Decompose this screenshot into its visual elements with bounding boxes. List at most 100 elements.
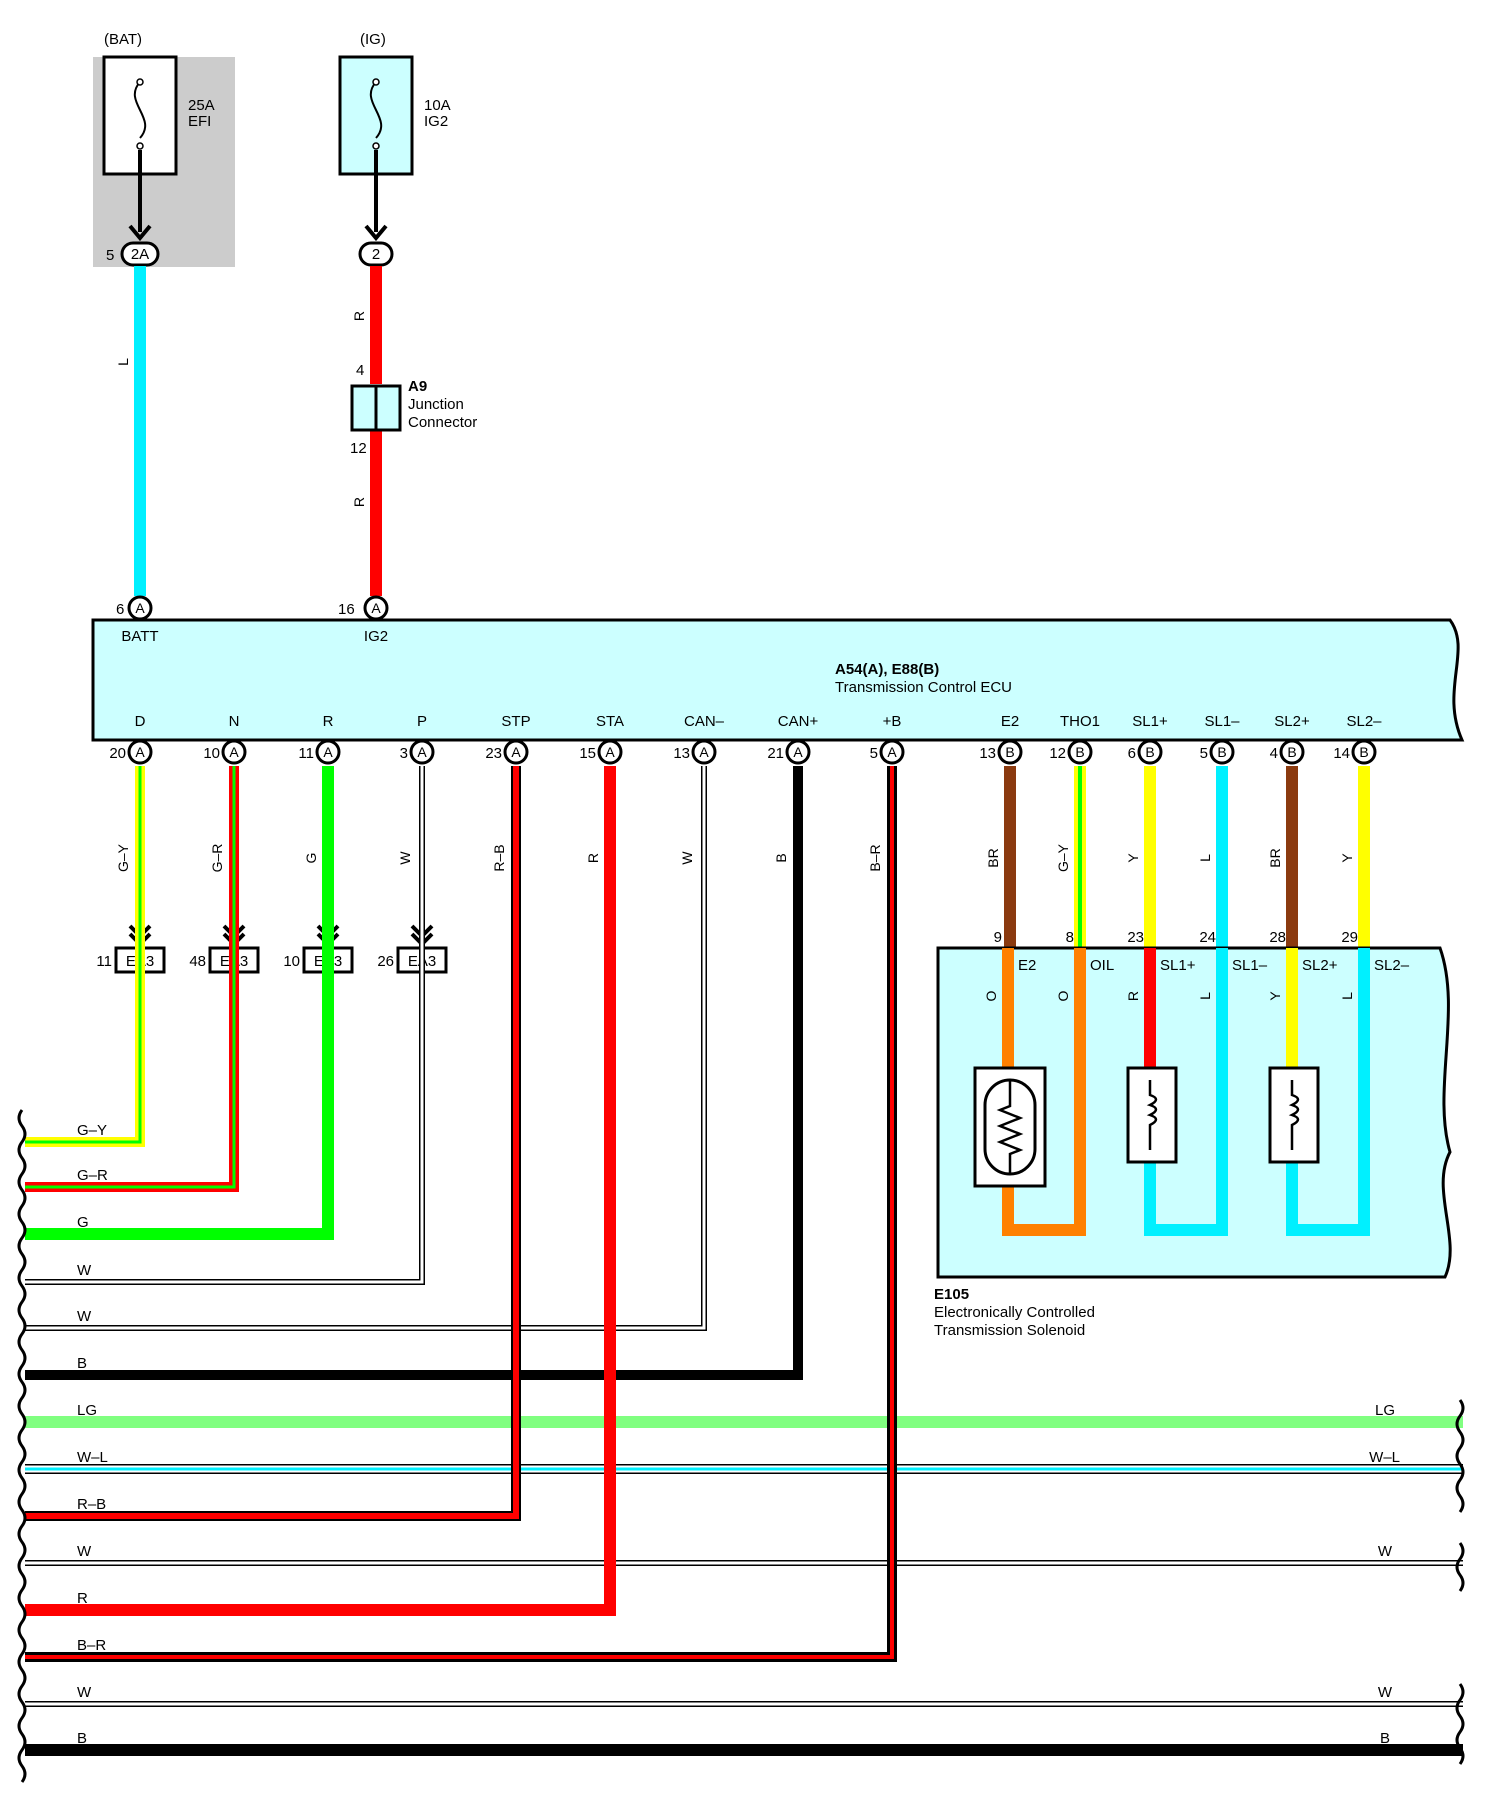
solenoid-box xyxy=(936,946,1452,1279)
ecu-wire-code: R xyxy=(585,853,601,863)
right-break-2 xyxy=(1455,1542,1465,1592)
junction-id: A9 xyxy=(408,378,427,395)
ecu-pin-circle xyxy=(409,739,435,765)
efi-fuse-name: EFI xyxy=(188,113,211,130)
ecu-pin-label: SL1+ xyxy=(1132,713,1168,730)
left-wire-label: G–Y xyxy=(77,1122,107,1139)
ea3-connector-pin: 48 xyxy=(189,953,206,970)
ecu-wire-code: Y xyxy=(1339,853,1355,863)
ig2-wire-code-lower: R xyxy=(351,497,367,507)
solenoid-pin-num: 8 xyxy=(1066,929,1074,946)
right-wire-label: W xyxy=(1378,1684,1393,1701)
ecu-pin-num: 20 xyxy=(109,745,126,762)
ecu-pin-conn: B xyxy=(1075,744,1084,760)
ecu-pin-label: CAN– xyxy=(684,713,725,730)
ecu-wire-code: G xyxy=(303,853,319,864)
solenoid-pin-label: SL1– xyxy=(1232,957,1268,974)
ecu-top-pin-conn: A xyxy=(371,600,381,616)
ecu-top-pin-label: BATT xyxy=(121,628,158,645)
ecu-pin-circle xyxy=(597,739,623,765)
ecu-pin-conn: A xyxy=(887,744,897,760)
ecu-pin-conn: A xyxy=(793,744,803,760)
ig-source-label: (IG) xyxy=(360,31,386,48)
right-break-1 xyxy=(1455,1399,1465,1513)
ecu-pin-circle xyxy=(1279,739,1305,765)
solenoid-id: E105 xyxy=(934,1286,969,1303)
ecu-pin-num: 11 xyxy=(298,745,314,762)
ecu-wire-code: B–R xyxy=(867,844,883,871)
ecu-pin-circle xyxy=(997,739,1023,765)
sl1-coil-icon xyxy=(1126,1066,1178,1164)
ecu-wire-code: BR xyxy=(1267,848,1283,867)
solenoid-pin-label: E2 xyxy=(1018,957,1036,974)
ecu-pin-label: D xyxy=(135,713,146,730)
ecu-top-pin-num: 6 xyxy=(116,601,124,618)
left-wire-label: G–R xyxy=(77,1167,108,1184)
ecu-top-pin-conn: A xyxy=(135,600,145,616)
bat-source-label: (BAT) xyxy=(104,31,142,48)
ecu-wire-code: BR xyxy=(985,848,1001,867)
ecu-pin-label: CAN+ xyxy=(778,713,819,730)
batt-wire-code: L xyxy=(115,358,131,366)
right-wire-label: W xyxy=(1378,1543,1393,1560)
ecu-pin-circle xyxy=(691,739,717,765)
ecu-pin-circle xyxy=(1137,739,1163,765)
ecu-top-pin-num: 16 xyxy=(338,601,355,618)
efi-fuse-rating: 25A xyxy=(188,97,215,114)
ecu-pin-num: 5 xyxy=(870,745,878,762)
ecu-id: A54(A), E88(B) xyxy=(835,661,939,678)
solenoid-inner-wire-code: L xyxy=(1339,992,1355,1000)
right-wire-label: W–L xyxy=(1369,1449,1400,1466)
ecu-pin-circle xyxy=(503,739,529,765)
left-wire-label: B–R xyxy=(77,1637,106,1654)
ecu-pin-num: 10 xyxy=(203,745,220,762)
ecu-wire-code: W xyxy=(679,851,695,865)
solenoid-pin-label: SL1+ xyxy=(1160,957,1196,974)
solenoid-pin-num: 24 xyxy=(1199,929,1216,946)
ecu-wire-code: B xyxy=(773,853,789,862)
ecu-wire-code: G–R xyxy=(209,844,225,873)
ig2-fuse-rating: 10A xyxy=(424,97,451,114)
ecu-pin-conn: A xyxy=(135,744,145,760)
ecu-pin-label: P xyxy=(417,713,427,730)
ecu-pin-label: STP xyxy=(501,713,530,730)
solenoid-pin-num: 28 xyxy=(1269,929,1286,946)
ecu-pin-conn: A xyxy=(417,744,427,760)
ecu-pin-num: 4 xyxy=(1270,745,1278,762)
solenoid-line2: Transmission Solenoid xyxy=(934,1322,1085,1339)
ecu-pin-conn: A xyxy=(323,744,333,760)
wire-r xyxy=(25,766,616,1616)
ecu-pin-label: +B xyxy=(883,713,902,730)
ecu-pin-circle xyxy=(221,739,247,765)
right-wire-label: LG xyxy=(1375,1402,1395,1419)
ecu-pin-circle xyxy=(879,739,905,765)
ecu-pin-num: 14 xyxy=(1333,745,1350,762)
ecu-pin-num: 6 xyxy=(1128,745,1136,762)
ecu-pin-conn: A xyxy=(229,744,239,760)
ecu-pin-circle xyxy=(1067,739,1093,765)
solenoid-pin-num: 9 xyxy=(994,929,1002,946)
ecu-pin-label: N xyxy=(229,713,240,730)
ecu-pin-num: 21 xyxy=(767,745,784,762)
ecu-pin-conn: B xyxy=(1287,744,1296,760)
solenoid-pin-num: 29 xyxy=(1341,929,1358,946)
ecu-wire-code: W xyxy=(397,851,413,865)
ecu-wire-code: G–Y xyxy=(115,843,131,872)
junction-pin-top: 4 xyxy=(356,362,364,379)
right-break-3 xyxy=(1455,1683,1465,1765)
solenoid-line1: Electronically Controlled xyxy=(934,1304,1095,1321)
ecu-pin-conn: A xyxy=(605,744,615,760)
ecu-pin-num: 13 xyxy=(673,745,690,762)
ecu-pin-label: SL2+ xyxy=(1274,713,1310,730)
ecu-pin-conn: A xyxy=(699,744,709,760)
ecu-pin-label: E2 xyxy=(1001,713,1019,730)
junction-line2: Connector xyxy=(408,414,477,431)
wire-w-p xyxy=(25,766,425,1285)
ecu-pin-conn: B xyxy=(1005,744,1014,760)
left-wire-label: B xyxy=(77,1730,87,1747)
solenoid-pin-num: 23 xyxy=(1127,929,1144,946)
solenoid-inner-wire-code: Y xyxy=(1267,991,1283,1001)
ea3-connector-pin: 11 xyxy=(96,953,112,970)
ecu-pin-num: 12 xyxy=(1049,745,1066,762)
ecu-pin-num: 5 xyxy=(1200,745,1208,762)
